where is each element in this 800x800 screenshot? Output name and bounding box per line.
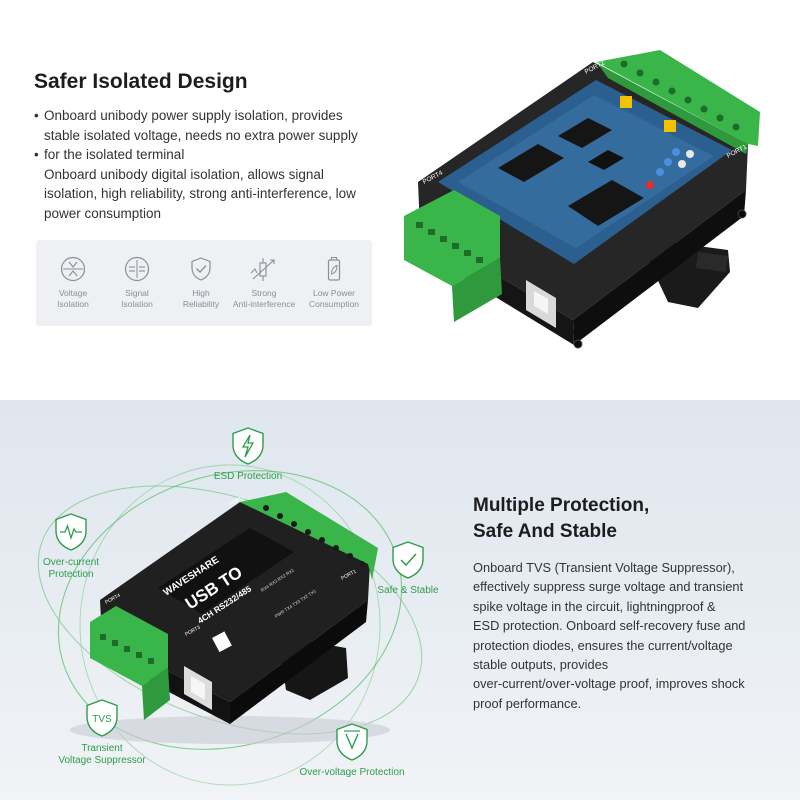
bullet-line: Onboard unibody digital isolation, allow… bbox=[44, 166, 324, 182]
feature-voltage-isolation: Voltage Isolation bbox=[41, 256, 105, 309]
section-title: Multiple Protection, Safe And Stable bbox=[473, 495, 650, 542]
overvoltage-protection-callout: Over-voltage Protection bbox=[290, 722, 414, 779]
bullet-line: •Onboard unibody power supply isolation,… bbox=[34, 108, 343, 123]
shield-check-icon bbox=[191, 257, 211, 281]
tvs-callout: TVS Transient Voltage Suppressor bbox=[46, 698, 158, 767]
device-photo-bottom: WAVESHARE USB TO 4CH RS232/485 RX4 RX3 R… bbox=[90, 492, 378, 724]
tvs-badge-text: TVS bbox=[92, 714, 112, 725]
bullet-line: •for the isolated terminal bbox=[34, 147, 185, 162]
feature-bullets: •Onboard unibody power supply isolation,… bbox=[34, 106, 374, 223]
terminal-block-top bbox=[240, 492, 378, 580]
check-shield-icon bbox=[392, 541, 424, 579]
feature-anti-interference: Strong Anti-interference bbox=[232, 256, 296, 309]
low-power-icon bbox=[327, 257, 341, 281]
voltage-shield-icon bbox=[336, 723, 368, 761]
section-title: Safer Isolated Design bbox=[34, 70, 248, 93]
led bbox=[656, 168, 664, 176]
esd-protection-callout: ESD Protection bbox=[200, 426, 296, 483]
led bbox=[664, 158, 672, 166]
bullet-line: stable isolated voltage, needs no extra … bbox=[44, 127, 358, 143]
overcurrent-protection-callout: Over-current Protection bbox=[28, 512, 114, 581]
anti-interference-icon bbox=[250, 258, 275, 281]
pulse-shield-icon bbox=[55, 513, 87, 551]
bullet-line: isolation, high reliability, strong anti… bbox=[44, 186, 356, 201]
feature-signal-isolation: Signal Isolation bbox=[105, 256, 169, 309]
ic-chip bbox=[568, 180, 644, 226]
led bbox=[672, 148, 680, 156]
device-photo-top: PORT2 PORT4 PORT1 bbox=[404, 50, 760, 349]
tvs-shield-icon: TVS bbox=[86, 699, 118, 737]
top-section: Safer Isolated Design •Onboard unibody p… bbox=[34, 50, 760, 349]
signal-isolation-icon bbox=[124, 256, 150, 282]
feature-icons-panel: Voltage Isolation Signal Isolation High … bbox=[36, 240, 372, 326]
led bbox=[646, 181, 654, 189]
feature-low-power: Low Power Consumption bbox=[302, 256, 366, 309]
feature-high-reliability: High Reliability bbox=[169, 256, 233, 309]
voltage-isolation-icon bbox=[60, 256, 86, 282]
safe-stable-callout: Safe & Stable bbox=[366, 540, 450, 597]
bottom-section: WAVESHARE USB TO 4CH RS232/485 RX4 RX3 R… bbox=[0, 400, 800, 800]
lightning-shield-icon bbox=[232, 427, 264, 465]
jumper bbox=[664, 120, 676, 132]
bullet-line: power consumption bbox=[44, 205, 162, 221]
ic-chip bbox=[498, 144, 564, 182]
ic-chip bbox=[558, 118, 612, 148]
jumper bbox=[620, 96, 632, 108]
protection-description: Onboard TVS (Transient Voltage Suppresso… bbox=[473, 560, 746, 711]
